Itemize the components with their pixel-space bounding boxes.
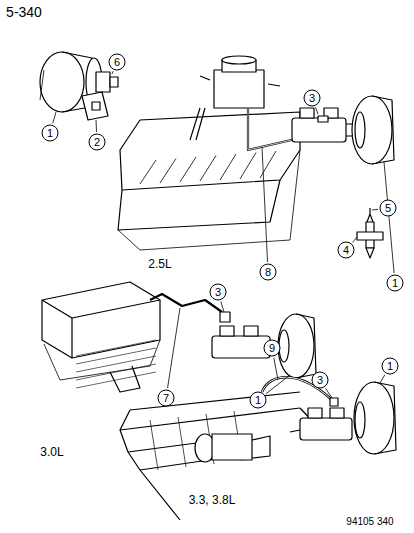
callout-circle [89, 134, 105, 150]
booster-3-0l [278, 314, 316, 378]
leader-line [221, 302, 224, 312]
callout-circle [312, 372, 328, 388]
callout-circle [380, 200, 396, 216]
callout-number: 2 [94, 137, 100, 148]
callout-circle [210, 284, 226, 300]
manifold-2-5l [118, 56, 300, 250]
leader-line [274, 358, 278, 380]
leader-line [326, 388, 332, 398]
callout-number: 3 [215, 287, 221, 298]
caption-label: 2.5L [148, 258, 171, 270]
leader-line [112, 71, 113, 74]
callout-circle [260, 264, 276, 280]
booster-detail [40, 52, 118, 120]
leader-line [316, 107, 318, 114]
caption-label: 5-340 [6, 5, 42, 19]
callout-number: 8 [265, 267, 271, 278]
booster-3-3l [354, 382, 396, 454]
master-cylinder-3-0l [212, 312, 280, 358]
caption-label: 94105 340 [346, 517, 393, 527]
callout-circle [382, 358, 398, 374]
callout-circle [109, 54, 125, 70]
manifold-3-0l [42, 282, 160, 392]
callout-number: 9 [269, 343, 275, 354]
check-valve [357, 208, 383, 258]
booster-2-5l [352, 96, 394, 164]
callout-circle [42, 125, 58, 141]
caption-label: 3.3, 3.8L [189, 494, 236, 506]
manifold-3-3-3-8l [120, 392, 330, 520]
callout-number: 1 [392, 278, 398, 289]
leader-line [262, 147, 268, 262]
leader-line [384, 162, 394, 273]
master-cylinder-2-5l [292, 108, 356, 142]
callout-circle [158, 390, 174, 406]
callout-circle [338, 242, 354, 258]
callout-circle [250, 392, 266, 408]
master-cylinder-3-3l [290, 398, 352, 440]
callout-circle [264, 340, 280, 356]
callout-circle [387, 275, 403, 291]
caption-label: 3.0L [40, 446, 63, 458]
leader-line [352, 237, 357, 242]
leader-line [372, 209, 378, 211]
callout-number: 4 [343, 245, 349, 256]
leader-line [168, 308, 180, 388]
leader-line [380, 375, 385, 383]
leader-line [53, 112, 56, 123]
callout-circle [304, 90, 320, 106]
leader-line [96, 120, 98, 132]
callout-number: 3 [309, 93, 315, 104]
callout-number: 6 [114, 57, 120, 68]
callout-number: 1 [255, 395, 261, 406]
callout-number: 7 [163, 393, 169, 404]
callout-number: 5 [385, 203, 391, 214]
callout-number: 1 [387, 361, 393, 372]
callout-number: 3 [317, 375, 323, 386]
callout-number: 1 [47, 128, 53, 139]
